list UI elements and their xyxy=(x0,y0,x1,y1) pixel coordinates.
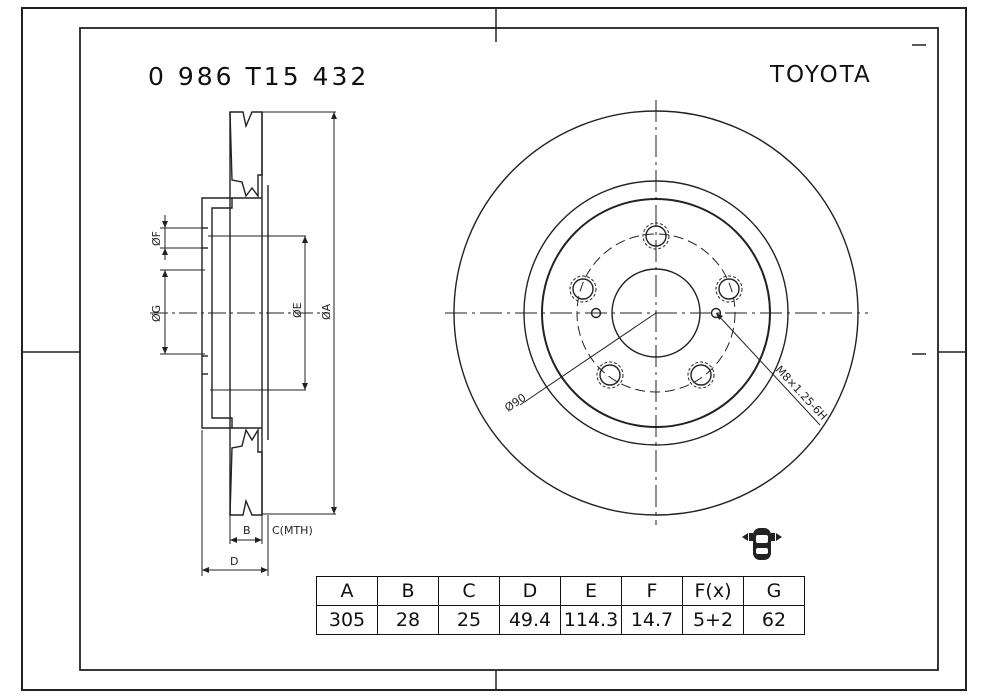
table-header-cell: E xyxy=(560,576,622,606)
sheet-frame-inner xyxy=(79,27,939,671)
label-dia-a: ØA xyxy=(320,303,333,320)
brand-name: TOYOTA xyxy=(770,62,872,88)
table-value-cell: 5+2 xyxy=(682,605,744,635)
table-value-cell: 49.4 xyxy=(499,605,561,635)
table-header-cell: D xyxy=(499,576,561,606)
leader-bore xyxy=(519,312,657,406)
table-header-cell: F xyxy=(621,576,683,606)
label-dia-f: ØF xyxy=(150,231,163,246)
rotor-section-lower xyxy=(229,427,263,516)
frame-center-marks xyxy=(22,8,966,690)
dimension-table-header-row: A B C D E F F(x) G xyxy=(316,576,805,606)
table-value-cell: 28 xyxy=(377,605,439,635)
table-header-cell: F(x) xyxy=(682,576,744,606)
car-front-axle-icon xyxy=(742,528,782,560)
label-dim-b: B xyxy=(243,524,251,537)
hub-section xyxy=(201,197,233,429)
table-value-cell: 305 xyxy=(316,605,378,635)
label-bore-dia: Ø90 xyxy=(502,391,528,414)
table-header-cell: A xyxy=(316,576,378,606)
front-view xyxy=(445,100,868,525)
label-dim-c: C(MTH) xyxy=(272,524,313,537)
table-header-cell: C xyxy=(438,576,500,606)
part-number: 0 986 T15 432 xyxy=(148,62,370,91)
table-value-cell: 62 xyxy=(743,605,805,635)
label-dia-g: ØG xyxy=(150,305,163,322)
table-value-cell: 14.7 xyxy=(621,605,683,635)
leader-thread xyxy=(715,312,821,426)
table-value-cell: 114.3 xyxy=(560,605,622,635)
label-thread: M8×1.25-6H xyxy=(773,363,830,423)
rotor-section-upper xyxy=(229,111,263,199)
table-value-cell: 25 xyxy=(438,605,500,635)
dimension-table-value-row: 305 28 25 49.4 114.3 14.7 5+2 62 xyxy=(316,605,805,635)
front-view-arrows xyxy=(716,313,723,320)
dimension-table: A B C D E F F(x) G 305 28 25 49.4 114.3 … xyxy=(316,576,805,635)
table-header-cell: G xyxy=(743,576,805,606)
label-dia-e: ØE xyxy=(291,302,304,318)
label-dim-d: D xyxy=(230,555,238,568)
table-header-cell: B xyxy=(377,576,439,606)
side-view-arrows xyxy=(162,112,337,573)
sheet-frame-outer xyxy=(21,7,967,691)
side-view xyxy=(150,111,336,576)
